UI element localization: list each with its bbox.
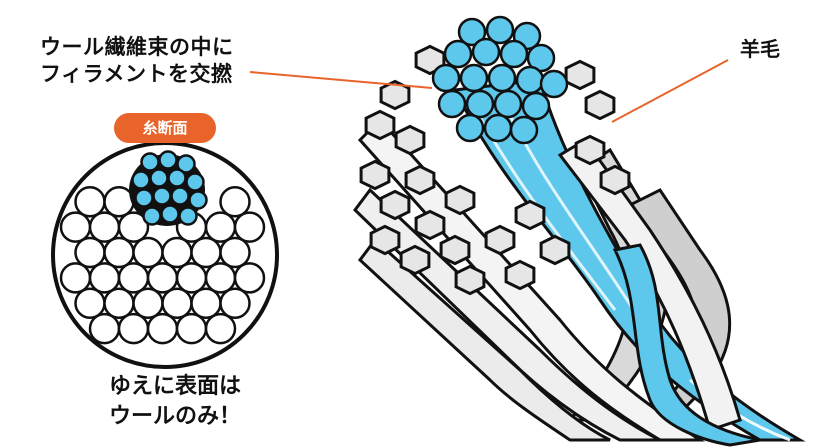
wool-fiber-section [219, 186, 251, 218]
filament-section [160, 204, 180, 224]
filament-section [140, 152, 160, 172]
cross-section-caption: ゆえに表面は ウールのみ！ [60, 372, 290, 431]
wool-fiber-end [444, 184, 476, 216]
wool-fiber-end [379, 79, 411, 111]
wool-fiber-section [161, 287, 193, 320]
filament-section [178, 206, 198, 226]
wool-fiber-end [539, 234, 571, 266]
filament-cross-section [431, 15, 569, 145]
filament-end [455, 113, 485, 143]
wool-fiber-section [219, 236, 251, 269]
filament-section [149, 168, 169, 188]
wool-fiber-ends [359, 44, 631, 296]
wool-fiber-end [379, 189, 411, 221]
filament-section [185, 172, 205, 192]
wool-fiber-section [175, 312, 208, 345]
wool-fiber-section [175, 262, 208, 294]
wool-fiber-section [59, 262, 92, 294]
filament-end [499, 39, 529, 69]
filament-section [134, 188, 154, 208]
filament-end [539, 69, 569, 99]
filament-end [509, 115, 539, 145]
yarn-bundle [353, 78, 806, 447]
wool-fiber-section [233, 262, 266, 294]
wool-fiber-section [161, 236, 193, 269]
wool-fiber-section [117, 262, 150, 294]
wool-fiber-end [404, 164, 436, 196]
filament-end [437, 89, 467, 119]
wool-fiber-end [584, 89, 616, 121]
wool-fiber-section [204, 211, 237, 243]
filament-end [485, 15, 515, 45]
wool-fiber-end [439, 234, 471, 266]
filament-end [493, 89, 523, 119]
filament-section [158, 150, 178, 170]
wool-fiber-section [146, 262, 179, 294]
caption-line-2: ウールのみ！ [108, 403, 241, 429]
wool-fiber-section [204, 312, 237, 345]
filament-section [142, 206, 162, 226]
wool-fiber-section [146, 312, 179, 345]
filament-end [483, 113, 513, 143]
wool-fiber-end [484, 224, 516, 256]
wool-fiber-section [190, 287, 222, 320]
wool-fiber-section [204, 262, 237, 294]
caption-line-1: ゆえに表面は [108, 374, 241, 399]
wool-fiber-section [74, 186, 106, 218]
filament-section [167, 168, 187, 188]
filament-end [457, 17, 487, 47]
filament-section [152, 186, 172, 206]
filament-callout: ウール繊維束の中に フィラメントを交撚 [40, 34, 234, 89]
filament-end [465, 89, 495, 119]
yarn-cross-section [51, 141, 279, 369]
wool-fiber-section [103, 236, 135, 269]
wool-leader-line [611, 59, 729, 123]
filament-end [443, 39, 473, 69]
callout-line-2: フィラメントを交撚 [40, 62, 233, 87]
wool-fiber-section [74, 236, 106, 269]
wool-fiber-end [574, 134, 606, 166]
filament-section [170, 186, 190, 206]
wool-fiber-section [219, 287, 251, 320]
callout-line-1: ウール繊維束の中に [40, 35, 234, 59]
filament-end [487, 63, 517, 93]
wool-fiber-end [599, 164, 631, 196]
wool-fiber-end [564, 59, 596, 91]
filament-section [131, 170, 151, 190]
wool-fiber-section [88, 312, 121, 345]
wool-fiber-end [514, 199, 546, 231]
wool-fiber-section [103, 287, 135, 320]
filament-end [515, 65, 545, 95]
wool-fiber-end [454, 264, 486, 296]
cross-section-badge: 糸断面 [114, 113, 216, 143]
wool-fiber-section [117, 211, 150, 243]
wool-fiber-section [190, 236, 222, 269]
wool-fiber-end [369, 224, 401, 256]
wool-fiber-section [132, 236, 164, 269]
wool-fiber-section [74, 287, 106, 320]
filament-section [188, 190, 208, 210]
wool-fiber-end [364, 109, 396, 141]
wool-fiber-section [233, 211, 266, 243]
wool-fiber-end [394, 124, 426, 156]
wool-fiber-end [399, 244, 431, 276]
filament-leader-line [249, 71, 433, 89]
filament-section [176, 154, 196, 174]
wool-fiber-section [132, 287, 164, 320]
wool-fiber-end [414, 209, 446, 241]
wool-fiber-section [59, 211, 92, 243]
filament-end [471, 37, 501, 67]
wool-fiber-section [88, 211, 121, 243]
wool-fiber-end [359, 159, 391, 191]
wool-fiber-section [117, 312, 150, 345]
filament-end [521, 91, 551, 121]
filament-end [459, 63, 489, 93]
filament-end [431, 63, 461, 93]
wool-fiber-section [88, 262, 121, 294]
wool-fiber-end [504, 259, 536, 291]
wool-callout: 羊毛 [740, 37, 780, 61]
